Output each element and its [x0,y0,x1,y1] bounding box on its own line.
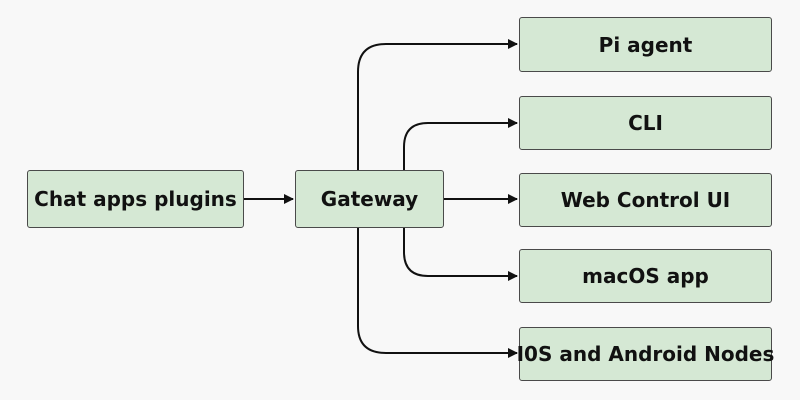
node-ios-android-nodes: I0S and Android Nodes [517,327,774,381]
node-gateway: Gateway [295,170,444,228]
node-cli: CLI [519,96,772,150]
edge-gateway-to-pi-agent [357,39,518,170]
node-web-control-ui: Web Control UI [519,173,772,227]
node-pi-agent: Pi agent [519,17,772,72]
edge-gateway-to-macos-app [403,228,518,281]
edge-gateway-to-ios-android [357,228,518,358]
edge-gateway-to-cli [403,118,518,170]
node-chat-apps-plugins: Chat apps plugins [27,170,244,228]
node-macos-app: macOS app [519,249,772,303]
